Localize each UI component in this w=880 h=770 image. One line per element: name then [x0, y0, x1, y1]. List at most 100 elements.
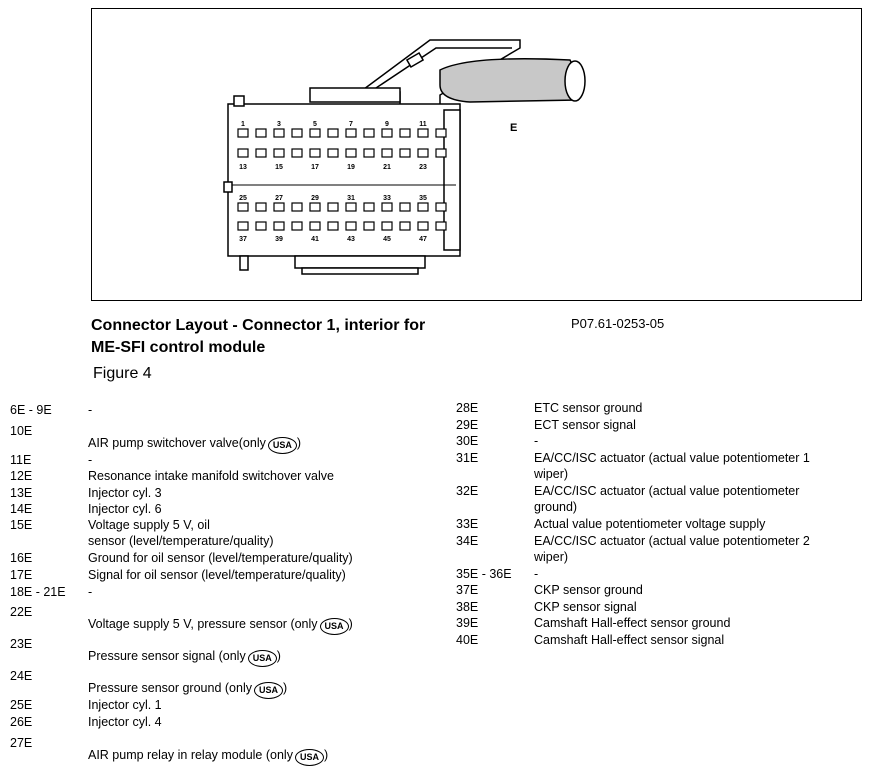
pin-description: ETC sensor ground	[534, 400, 642, 416]
pin-description: Ground for oil sensor (level/temperature…	[88, 550, 353, 566]
pin-description-text: CKP sensor ground	[534, 583, 643, 597]
pin-description-text: ECT sensor signal	[534, 418, 636, 432]
pin-id: 27E	[10, 736, 33, 750]
pin-number-label: 11	[419, 121, 427, 128]
pin-number-label: 45	[383, 236, 391, 243]
pin-cavity	[435, 221, 447, 231]
pin-number-label: 5	[313, 121, 317, 128]
pin-id: 37E	[456, 583, 479, 597]
reference-code: P07.61-0253-05	[571, 316, 665, 331]
pin-description-text: Injector cyl. 3	[88, 486, 162, 500]
pin-cavity	[273, 221, 285, 231]
pin-number-label: 33	[383, 195, 391, 202]
pin-description: Camshaft Hall-effect sensor signal	[534, 632, 724, 648]
pin-cavity	[345, 221, 357, 231]
pin-description-text: Signal for oil sensor (level/temperature…	[88, 568, 346, 582]
pin-cavity	[291, 202, 303, 212]
pin-cavity	[273, 202, 285, 212]
pin-cavity	[255, 148, 267, 158]
caption-title: Connector Layout - Connector 1, interior…	[91, 317, 426, 334]
pin-cavity	[363, 148, 375, 158]
pin-cavity	[237, 221, 249, 231]
pin-number-label: 17	[311, 164, 319, 171]
pin-id: 12E	[10, 469, 33, 483]
pin-number-label: 13	[239, 164, 247, 171]
pin-description-text: -	[88, 453, 93, 467]
pin-description-text: EA/CC/ISC actuator (actual value potenti…	[534, 534, 810, 548]
pin-id: 40E	[456, 633, 479, 647]
pin-description: Camshaft Hall-effect sensor ground	[534, 615, 730, 631]
pin-cavity	[417, 202, 429, 212]
pin-description: -	[534, 566, 538, 582]
pin-cavity	[309, 221, 321, 231]
pin-number-label: 1	[241, 121, 245, 128]
pin-description-text: -	[88, 403, 93, 417]
pin-description: CKP sensor ground	[534, 582, 643, 598]
pin-id: 24E	[10, 669, 33, 683]
pin-description: Signal for oil sensor (level/temperature…	[88, 567, 346, 583]
pin-description-text: Camshaft Hall-effect sensor ground	[534, 616, 731, 630]
pin-number-label: 21	[383, 164, 391, 171]
pin-description: EA/CC/ISC actuator (actual value potenti…	[534, 483, 799, 499]
pin-grid	[237, 128, 447, 231]
pin-cavity	[255, 128, 267, 138]
pin-id: 10E	[10, 424, 33, 438]
pin-description-text: Voltage supply 5 V, oil	[88, 518, 210, 532]
pin-cavity	[435, 148, 447, 158]
pin-cavity	[309, 128, 321, 138]
pin-number-label: 47	[419, 236, 427, 243]
pin-cavity	[363, 128, 375, 138]
pin-number-label: 43	[347, 236, 355, 243]
pin-number-label: 15	[275, 164, 283, 171]
pin-description-text: -	[534, 567, 539, 581]
pin-cavity	[417, 148, 429, 158]
pin-id: 30E	[456, 434, 479, 448]
pin-description: Injector cyl. 6	[88, 501, 162, 517]
pin-description-text: -	[534, 434, 539, 448]
pin-cavity	[237, 128, 249, 138]
usa-badge-icon: USA	[319, 618, 349, 635]
pin-id: 31E	[456, 451, 479, 465]
pin-cavity	[381, 128, 393, 138]
pin-id: 29E	[456, 418, 479, 432]
pin-description-text: EA/CC/ISC actuator (actual value potenti…	[534, 484, 800, 498]
pin-description-continued: wiper)	[534, 550, 569, 564]
usa-badge-icon: USA	[267, 437, 297, 454]
closing-paren: )	[348, 617, 353, 631]
pin-description-text: AIR pump relay in relay module (only	[88, 748, 293, 762]
pin-id: 14E	[10, 502, 33, 516]
pin-description: -	[534, 433, 538, 449]
usa-badge-icon: USA	[294, 749, 324, 766]
pin-cavity	[327, 148, 339, 158]
pin-number-label: 19	[347, 164, 355, 171]
pin-cavity	[327, 202, 339, 212]
pin-cavity	[309, 148, 321, 158]
pin-description: Resonance intake manifold switchover val…	[88, 468, 334, 484]
pin-id: 23E	[10, 637, 33, 651]
pin-cavity	[255, 202, 267, 212]
pin-cavity	[381, 221, 393, 231]
cable-harness	[439, 58, 586, 103]
pin-id: 15E	[10, 518, 33, 532]
pin-number-label: 31	[347, 195, 355, 202]
pin-cavity	[327, 128, 339, 138]
pin-description: Voltage supply 5 V, oil	[88, 517, 210, 533]
pin-description: Actual value potentiometer voltage suppl…	[534, 516, 765, 532]
pin-cavity	[309, 202, 321, 212]
pin-description-text: Voltage supply 5 V, pressure sensor (onl…	[88, 617, 318, 631]
pin-description-text: AIR pump switchover valve(only	[88, 436, 266, 450]
pin-id: 35E - 36E	[456, 567, 512, 581]
pin-number-label: 35	[419, 195, 427, 202]
pin-description: Injector cyl. 1	[88, 697, 162, 713]
pin-cavity	[273, 128, 285, 138]
pin-id: 18E - 21E	[10, 585, 66, 599]
pin-description-text: CKP sensor signal	[534, 600, 637, 614]
pin-number-label: 25	[239, 195, 247, 202]
pin-description: Injector cyl. 4	[88, 714, 162, 730]
pin-cavity	[327, 221, 339, 231]
pin-cavity	[399, 202, 411, 212]
caption-subtitle: ME-SFI control module	[91, 339, 266, 356]
connector-diagram-frame	[91, 8, 862, 301]
connector-label: E	[510, 122, 517, 134]
